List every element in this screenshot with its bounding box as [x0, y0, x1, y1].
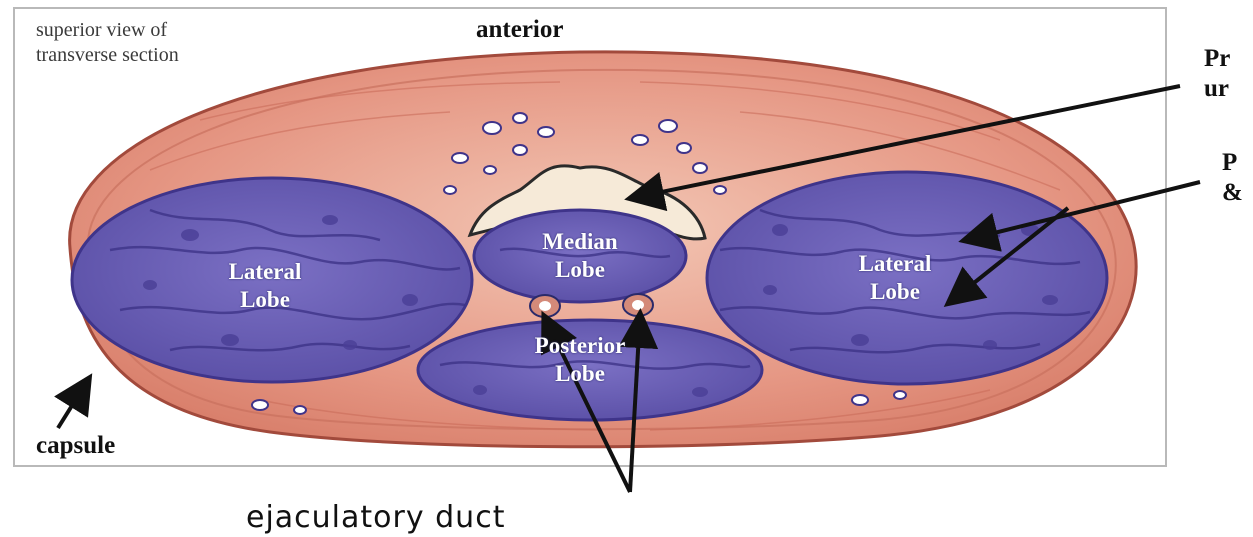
p-label-line2: &: [1222, 178, 1243, 208]
view-note: superior view of transverse section: [36, 18, 179, 68]
capsule-label: capsule: [36, 432, 115, 460]
urethra-label-line1: Pr: [1204, 44, 1230, 74]
p-label-line1: P: [1222, 148, 1243, 178]
lobe-label-line: Lobe: [825, 278, 965, 306]
urethra-label-line2: ur: [1204, 74, 1230, 104]
lobe-label-line: Lobe: [510, 256, 650, 284]
lobe-label-line: Posterior: [500, 332, 660, 360]
right-lateral-lobe-label: Lateral Lobe: [825, 250, 965, 306]
lobe-label-line: Median: [510, 228, 650, 256]
posterior-lobe-label: Posterior Lobe: [500, 332, 660, 388]
lobe-label-line: Lateral: [200, 258, 330, 286]
lobe-label-line: Lobe: [200, 286, 330, 314]
view-note-line1: superior view of: [36, 18, 179, 43]
median-lobe-label: Median Lobe: [510, 228, 650, 284]
view-note-line2: transverse section: [36, 43, 179, 68]
lobe-label-line: Lobe: [500, 360, 660, 388]
p-label: P &: [1222, 148, 1243, 208]
urethra-label: Pr ur: [1204, 44, 1230, 104]
anterior-label: anterior: [476, 16, 563, 44]
left-lateral-lobe-label: Lateral Lobe: [200, 258, 330, 314]
lobe-label-line: Lateral: [825, 250, 965, 278]
ejaculatory-duct-label: ejaculatory duct: [246, 500, 505, 535]
